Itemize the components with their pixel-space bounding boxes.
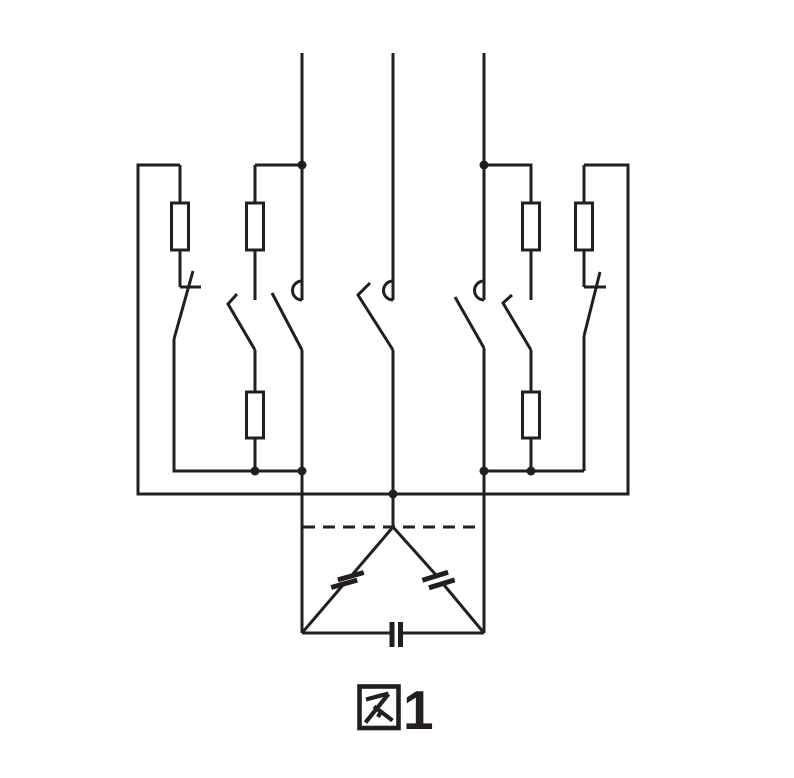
nc-contact-left-outer: [172, 270, 201, 340]
resistor-left-inner-bottom: [245, 390, 265, 440]
capacitor-bottom-plates: [389, 622, 403, 647]
junction-dot: [479, 160, 489, 170]
capacitor-left-plates: [330, 570, 365, 590]
junction-dot: [297, 466, 307, 476]
resistor-right-inner-top: [521, 201, 541, 252]
contactor-fixed-contact-c: [473, 279, 485, 302]
nc-contact-right-outer: [582, 271, 606, 337]
capacitor-right-plates: [421, 569, 456, 591]
contactor-blade-a: [270, 292, 304, 351]
left-outer-branch-wires: [172, 165, 302, 473]
junction-dot: [479, 466, 489, 476]
junction-dot: [526, 466, 536, 476]
contactor-fixed-contact-b: [382, 279, 394, 302]
left-inner-branch: [226, 163, 302, 471]
right-inner-branch-wires: [484, 163, 584, 473]
contactor-fixed-contact-a: [291, 279, 303, 302]
delta-capacitor-bank: [300, 525, 486, 647]
figure-caption: 1: [357, 679, 434, 741]
outer-frame: [136, 163, 630, 496]
caption-digit: 1: [403, 679, 434, 741]
resistor-right-inner-bottom: [521, 390, 541, 440]
delta-triangle-wires: [300, 525, 486, 635]
left-inner-branch-wires: [253, 163, 302, 471]
right-inner-branch: [484, 163, 584, 473]
junction-dot: [388, 489, 398, 499]
resistor-left-inner-top: [245, 201, 265, 252]
contactor-blade-b: [356, 281, 395, 351]
junction-dot: [297, 160, 307, 170]
resistor-left-outer: [170, 201, 190, 252]
left-outer-branch: [170, 165, 302, 473]
right-outer-branch: [574, 165, 606, 471]
resistor-right-outer: [574, 201, 594, 252]
phase-a: [270, 53, 304, 633]
phase-c: [453, 53, 486, 633]
contactor-blade-c: [453, 296, 486, 349]
no-contact-left-inner: [226, 292, 257, 351]
phase-b: [356, 53, 395, 527]
junction-dot: [250, 466, 260, 476]
caption-glyph-tu-box: [357, 684, 401, 731]
no-contact-right-inner: [501, 293, 533, 351]
outer-frame-wire: [136, 163, 630, 496]
caption-glyph-tu-strokes: [363, 691, 394, 724]
junction-dots: [250, 160, 536, 499]
